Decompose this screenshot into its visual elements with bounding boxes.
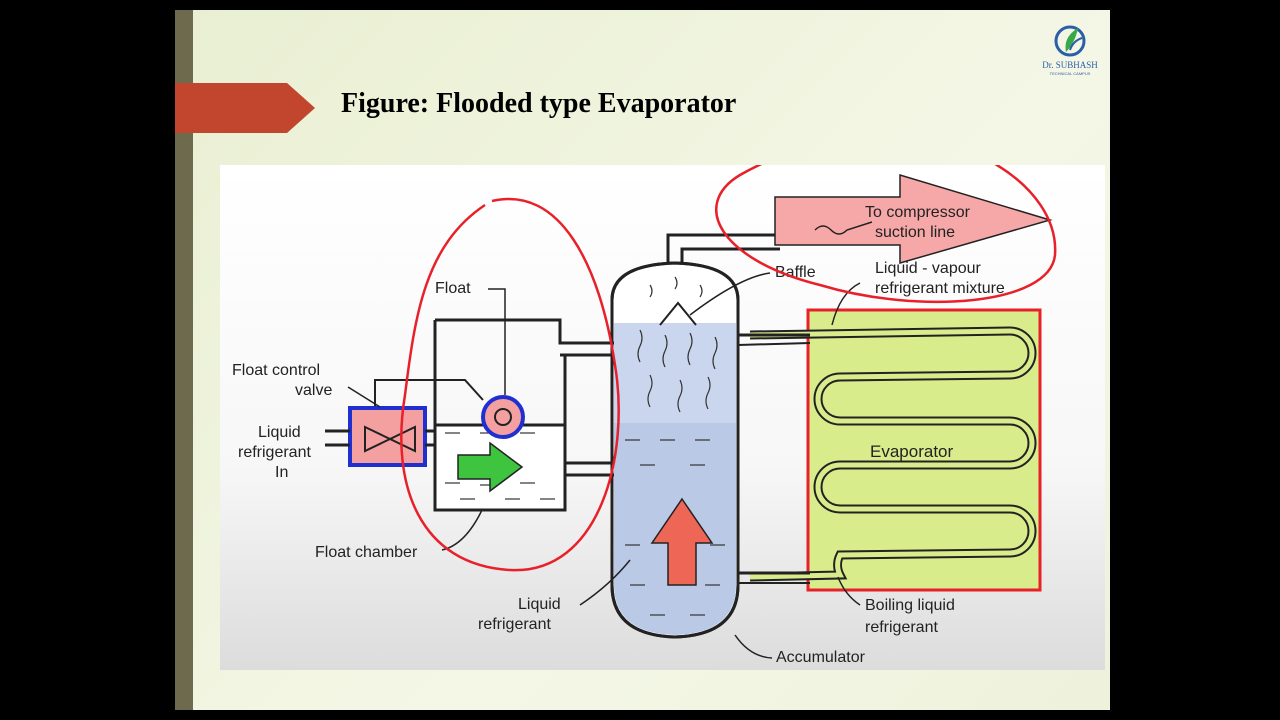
label-float: Float: [435, 280, 471, 297]
label-to-compressor-line1: To compressor: [865, 204, 971, 221]
evaporator-highlight: [806, 308, 1042, 592]
label-float-chamber: Float chamber: [315, 544, 418, 561]
label-float-control-valve-line1: Float control: [232, 362, 320, 379]
valve-bowtie: [364, 425, 416, 453]
label-liquid-in-line1: Liquid: [258, 424, 301, 441]
leader-liquid-refrigerant: [579, 559, 631, 606]
float-ball: [481, 395, 525, 439]
label-liquid-in-line2: refrigerant: [238, 444, 311, 461]
accumulator-outline: [610, 261, 740, 639]
logo-leaf-icon: [1054, 25, 1086, 57]
leader-boiling-liquid: [837, 576, 861, 606]
accumulator-vapour-space: [614, 323, 736, 423]
accumulator-baffle: [659, 301, 697, 326]
flow-squiggle: [814, 221, 873, 235]
logo: Dr. SUBHASH TECHNICAL CAMPUS: [1035, 22, 1105, 82]
label-liquid-vapour-line1: Liquid - vapour: [875, 260, 982, 277]
logo-subtitle: TECHNICAL CAMPUS: [1049, 71, 1091, 76]
flooded-evaporator-diagram: Evaporator To compressor s: [220, 165, 1105, 670]
accumulator: [610, 261, 740, 639]
slide-left-bar: [175, 10, 193, 710]
float-arm: [374, 379, 484, 410]
slide-title: Figure: Flooded type Evaporator: [341, 88, 737, 119]
label-boiling-liquid-line1: Boiling liquid: [865, 597, 955, 614]
label-evaporator: Evaporator: [870, 442, 953, 461]
evaporator-block: Evaporator: [749, 308, 1042, 592]
title-arrow-shape: [175, 83, 315, 133]
annotation-circle-float: [400, 197, 620, 572]
label-accumulator: Accumulator: [776, 649, 866, 666]
to-compressor-arrow: [774, 173, 1053, 264]
float-chamber-bottom: [433, 475, 567, 512]
float-chamber: [374, 318, 614, 512]
label-liquid-refrigerant-line2: refrigerant: [478, 616, 551, 633]
top-return-pipe-2: [737, 342, 811, 346]
label-boiling-liquid-line2: refrigerant: [865, 619, 938, 636]
logo-name: Dr. SUBHASH: [1042, 60, 1098, 70]
float-ball-inner: [494, 408, 512, 426]
label-liquid-in-line3: In: [275, 464, 288, 481]
leader-liquid-vapour: [831, 282, 861, 326]
label-float-control-valve-line2: valve: [295, 382, 332, 399]
float-control-valve: [325, 406, 435, 467]
suction-pipe: [666, 233, 780, 263]
label-baffle: Baffle: [775, 264, 816, 281]
label-liquid-refrigerant-line1: Liquid: [518, 596, 561, 613]
label-to-compressor-line2: suction line: [875, 224, 955, 241]
valve-body: [348, 406, 427, 467]
leader-accumulator: [734, 634, 773, 659]
leader-float: [488, 288, 506, 395]
float-chamber-upper: [435, 318, 614, 345]
annotation-circle-compressor: [715, 165, 1057, 304]
suction-pipe-2: [680, 247, 780, 263]
leader-baffle: [689, 272, 771, 316]
liquid-rise-arrow: [650, 497, 714, 586]
evaporator-coil-inner: [749, 328, 1035, 580]
leader-float-control-valve: [347, 386, 381, 408]
liquid-flow-arrow: [457, 441, 524, 493]
label-liquid-vapour-line2: refrigerant mixture: [875, 280, 1005, 297]
